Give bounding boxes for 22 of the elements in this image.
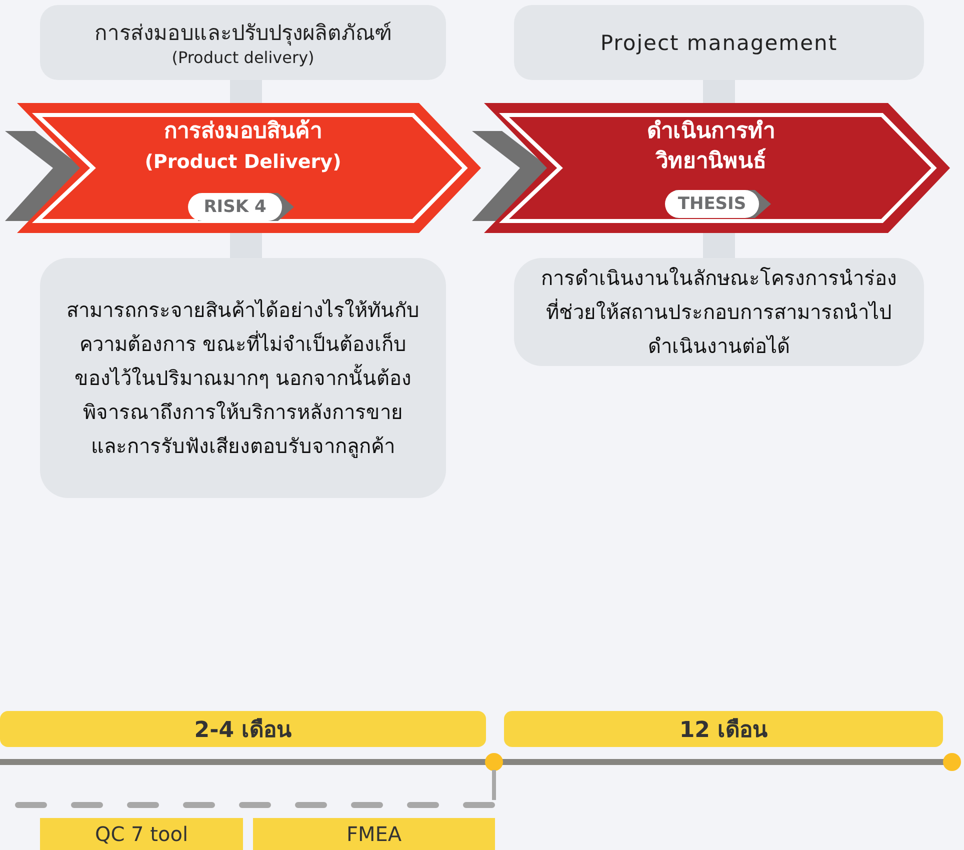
- category-title: Project management: [600, 30, 838, 56]
- chevron-banner: [5, 103, 481, 233]
- chevron-banner: [472, 103, 950, 233]
- tool-label: QC 7 tool: [94, 822, 188, 846]
- banner-subtitle: (Product Delivery): [144, 150, 342, 175]
- connector-stem: [230, 80, 262, 103]
- duration-label: 2-4 เดือน: [194, 716, 292, 744]
- category-title: การส่งมอบและปรับปรุงผลิตภัณฑ์: [94, 20, 392, 48]
- tool-label: FMEA: [346, 822, 402, 846]
- tool-box: [40, 818, 243, 850]
- connector-stem: [230, 233, 262, 258]
- duration-bar: [504, 711, 943, 747]
- connector-stem: [703, 233, 735, 258]
- banner-title: การส่งมอบสินค้า: [163, 118, 323, 146]
- banner-title: ดำเนินการทำวิทยานิพนธ์: [646, 118, 776, 176]
- connector-stem: [703, 80, 735, 103]
- duration-bar: [0, 711, 486, 747]
- tool-box: [253, 818, 495, 850]
- description-text: สามารถกระจายสินค้าได้อย่างไรให้ทันกับความต้องการ ขณะที่ไม่จำเป็นต้องเก็บของไว้ในปริมาณมากๆ นอกจากนั้นต้องพิจารณาถึงการให้บริการหลังการขายและการรับฟังเสียงตอบรับจากลูกค้า: [66, 297, 420, 460]
- category-subtitle: (Product delivery): [172, 48, 314, 68]
- description-text: การดำเนินงานในลักษณะโครงการนำร่องที่ช่วยให้สถานประกอบการสามารถนำไปดำเนินงานต่อได้: [540, 265, 898, 360]
- duration-label: 12 เดือน: [679, 716, 768, 744]
